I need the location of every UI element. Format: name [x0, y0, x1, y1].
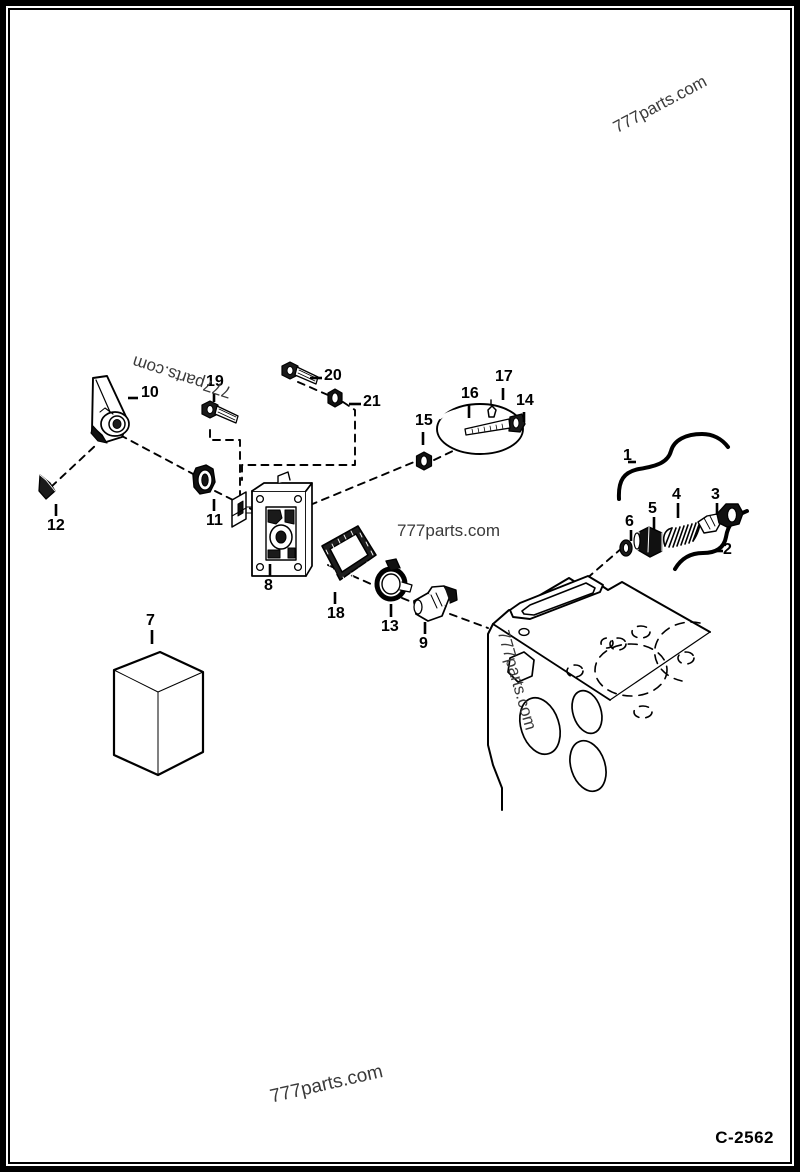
part-13-hose-clamp: [374, 558, 413, 602]
callout-16[interactable]: 16: [461, 385, 479, 402]
callout-19[interactable]: 19: [206, 373, 224, 390]
sheet-code-label: C-2562: [715, 1128, 774, 1147]
callout-11[interactable]: 11: [206, 512, 223, 529]
callout-6[interactable]: 6: [625, 513, 634, 530]
part-6-sealing-washer: [619, 539, 633, 557]
callout-15[interactable]: 15: [415, 412, 433, 429]
part-18-pump-gasket: [321, 525, 377, 582]
callout-7[interactable]: 7: [146, 612, 155, 629]
callout-14[interactable]: 14: [516, 392, 534, 409]
part-20-flange-bolt: [281, 361, 319, 385]
part-17-pin: [487, 399, 497, 418]
callout-4[interactable]: 4: [672, 486, 681, 503]
part-11-bushing: [192, 464, 216, 495]
callout-18[interactable]: 18: [327, 605, 345, 622]
part-9-fuel-fitting-elbow: [413, 585, 458, 622]
part-15-nut: [415, 451, 433, 471]
part-3-union-nut: [697, 503, 744, 534]
callout-leader-ticks: [54, 376, 723, 644]
callout-10[interactable]: 10: [141, 384, 159, 401]
diagram-canvas: 1 2 3 4 5 6 7 8 9 10 11 12 13 14 15 16 1…: [10, 10, 790, 1162]
parts-illustration: [38, 361, 749, 811]
engine-cylinder-block: [487, 575, 711, 811]
callout-12[interactable]: 12: [47, 517, 65, 534]
part-8-fuel-pump-body: [231, 471, 313, 577]
part-21-nut: [327, 388, 343, 408]
callout-3[interactable]: 3: [711, 486, 720, 503]
part-7-parts-box: [112, 650, 205, 777]
callout-13[interactable]: 13: [381, 618, 399, 635]
part-1-fuel-line-upper: [616, 432, 730, 501]
page-inner-border: [8, 8, 792, 1164]
callout-8[interactable]: 8: [264, 577, 273, 594]
callout-2[interactable]: 2: [723, 541, 732, 558]
callout-9[interactable]: 9: [419, 635, 428, 652]
part-10-priming-lever: [90, 375, 130, 444]
part-14-screw: [464, 413, 526, 436]
part-5-hex-fitting: [633, 526, 663, 558]
callout-1[interactable]: 1: [623, 447, 632, 464]
part-19-flange-bolt: [201, 400, 239, 424]
callout-20[interactable]: 20: [324, 367, 342, 384]
part-12-roll-pin: [38, 474, 56, 500]
callout-21[interactable]: 21: [363, 393, 381, 410]
callout-17[interactable]: 17: [495, 368, 513, 385]
callout-5[interactable]: 5: [648, 500, 657, 517]
